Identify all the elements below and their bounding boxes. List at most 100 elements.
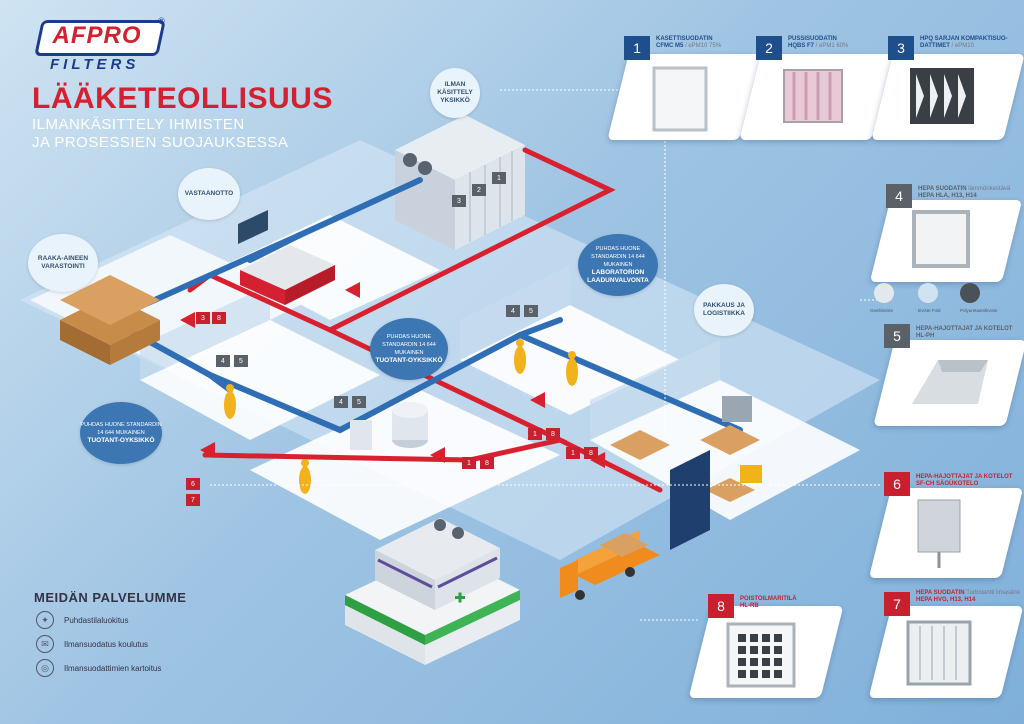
service-item-2: ✉ Ilmansuodatus koulutus: [36, 634, 148, 654]
product-title-2: PUSSISUODATIN: [788, 36, 837, 42]
logo-subtitle: FILTERS: [50, 56, 140, 73]
tag-1-red-c: 1: [462, 457, 476, 469]
clean-room-icon: ✦: [36, 611, 54, 629]
product-title-1: KASETTISUODATIN: [656, 36, 713, 42]
bubble-production-left-small: PUHDAS HUONE STANDARDIN 14 644 MUKAINEN: [80, 422, 162, 436]
logistics-goods: [610, 396, 762, 550]
cassette-filter-image: [652, 66, 708, 132]
tag-4c: 4: [506, 305, 520, 317]
tag-2: 2: [472, 184, 486, 196]
tag-7: 7: [186, 494, 200, 506]
tag-5b: 5: [352, 396, 366, 408]
product-model-4: HEPA HLA, H13, H14: [918, 193, 977, 199]
logo-wordmark: AFPRO: [52, 22, 142, 49]
tag-6: 6: [186, 478, 200, 490]
tag-8: 8: [212, 312, 226, 324]
bubble-production-left-text: TUOTANT-OYKSIKKÖ: [87, 437, 155, 444]
logistics-wall: [590, 340, 720, 440]
compact-filter-image: [910, 68, 974, 124]
bubble-laboratory-text: LABORATORION LAADUNVALVONTA: [587, 269, 649, 284]
product-model-8: HL-RB: [740, 603, 759, 609]
reception-desk: [238, 210, 335, 305]
seal-option-2: tiiviste Fold: [918, 308, 941, 313]
air-handling-unit: [395, 115, 525, 250]
tag-5: 5: [234, 355, 248, 367]
product-number-6: 6: [884, 472, 910, 496]
product-class-1: / ePM10 75%: [683, 43, 722, 49]
tag-8-red-b: 8: [584, 447, 598, 459]
service-item-1: ✦Puhdastilaluokitus: [36, 610, 128, 630]
hepa-v-filter-image: [906, 620, 972, 686]
product-title-4: HEPA SUODATIN: [918, 186, 967, 192]
product-model-5: HL-PH: [916, 333, 935, 339]
seal-option-1: Geelitiiviste: [870, 308, 894, 313]
services-title: MEIDÄN PALVELUMME: [34, 590, 187, 605]
bubble-production-mid-text: TUOTANT-OYKSIKKÖ: [375, 357, 443, 364]
bubble-air-handling-text: ILMAN KÄSITTELY YKSIKKÖ: [437, 81, 473, 104]
product-title-8: POISTOILMARITILÄ: [740, 596, 797, 602]
tag-4b: 4: [334, 396, 348, 408]
product-model-2: HQBS F7: [788, 43, 815, 49]
pharmacy-building: [345, 518, 520, 665]
product-model-1: CFMC M5: [656, 43, 684, 49]
service-item-3: ◎ Ilmansuodattimien kartoitus: [36, 658, 161, 678]
exhaust-grille-image: [726, 622, 796, 688]
bubble-raw-material-storage: RAAKA-AINEEN VARASTOINTI: [28, 234, 98, 292]
product-class-2: / ePM1 60%: [814, 43, 849, 49]
hepa-diffuser-image: [912, 360, 988, 404]
tag-1: 1: [492, 172, 506, 184]
tag-1-red-b: 1: [566, 447, 580, 459]
product-number-2: 2: [756, 36, 782, 60]
tag-8-red-c: 8: [480, 457, 494, 469]
tag-5c: 5: [524, 305, 538, 317]
housing-image: [917, 499, 961, 568]
bubble-production-mid-small: PUHDAS HUONE STANDARDIN 14 644 MUKAINEN: [382, 334, 436, 356]
room-production-left: [140, 320, 380, 440]
supply-duct: [107, 177, 743, 434]
bubble-reception-text: VASTAANOTTO: [184, 190, 234, 197]
tag-3: 3: [452, 195, 466, 207]
tag-1-red: 1: [528, 428, 542, 440]
seal-option-3: Polyuretaanitiiviste: [960, 308, 998, 313]
storage-racks: [60, 275, 160, 365]
product-number-7: 7: [884, 592, 910, 616]
training-icon: ✉: [36, 635, 54, 653]
bubble-packaging: PAKKAUS JA LOGISTIIKKA: [694, 284, 754, 336]
product-number-1: 1: [624, 36, 650, 60]
bubble-raw-material-text: RAAKA-AINEEN VARASTOINTI: [37, 255, 89, 270]
afpro-logo: AFPRO ® FILTERS: [30, 16, 166, 82]
hepa-seal-options: [874, 283, 980, 303]
service-label-3: Ilmansuodattimien kartoitus: [64, 663, 162, 673]
page-subtitle-line-2: JA PROSESSIEN SUOJAUKSESSA: [32, 134, 289, 151]
product-note-7: Turbolantti limasärie: [966, 590, 1021, 596]
tag-4: 4: [216, 355, 230, 367]
page-title: LÄÄKETEOLLISUUS: [32, 82, 333, 115]
bag-filter-image: [783, 69, 843, 123]
bubble-air-handling-unit: ILMAN KÄSITTELY YKSIKKÖ: [430, 68, 480, 118]
tag-3-red: 3: [196, 312, 210, 324]
truck: [560, 530, 660, 600]
product-title-7: HEPA SUODATIN: [916, 590, 965, 596]
product-number-4: 4: [886, 184, 912, 208]
tag-8-red: 8: [546, 428, 560, 440]
product-title-6: HEPA-HAJOTTAJAT JA KOTELOT: [916, 474, 1013, 480]
survey-icon: ◎: [36, 659, 54, 677]
hepa-filter-image: [912, 210, 970, 268]
product-model-7: HEPA HVG, H13, H14: [916, 597, 976, 603]
product-title-5: HEPA-HAJOTTAJAT JA KOTELOT: [916, 326, 1013, 332]
bubble-reception: VASTAANOTTO: [178, 168, 240, 220]
product-number-5: 5: [884, 324, 910, 348]
service-label-2: Ilmansuodatus koulutus: [64, 639, 149, 649]
process-tanks: [350, 402, 428, 450]
